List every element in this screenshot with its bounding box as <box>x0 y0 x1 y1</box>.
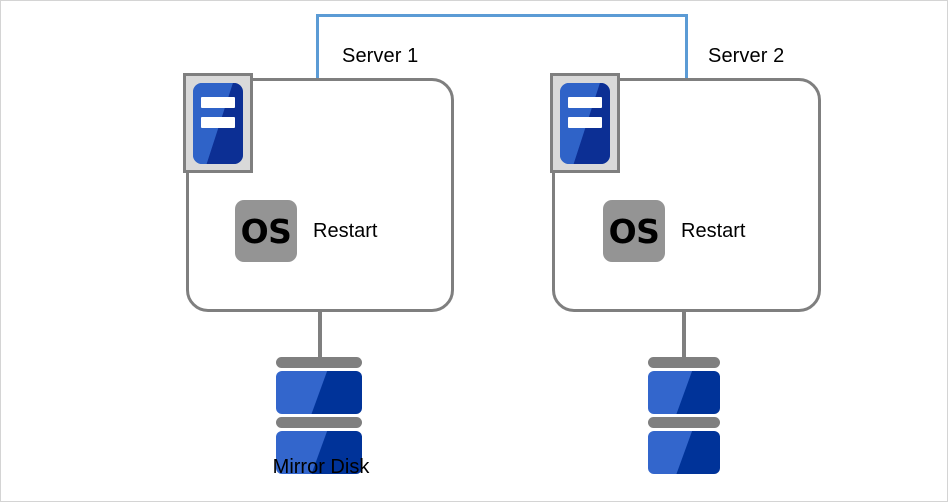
server-icon-body <box>193 82 243 164</box>
server2-status-label: Restart <box>681 219 746 242</box>
server1-disk-icon <box>276 357 362 477</box>
os-badge-icon: OS <box>603 200 665 262</box>
server1-status-group: OS Restart <box>235 200 377 262</box>
server-icon-slot-top <box>201 96 235 108</box>
heartbeat-link-horizontal <box>316 14 688 17</box>
disk-platter-upper <box>648 371 720 414</box>
disk-cap-top <box>648 357 720 368</box>
server2-box <box>552 78 821 312</box>
disk-cap-middle <box>276 417 362 428</box>
disk-platter-lower <box>648 431 720 474</box>
heartbeat-link-right-drop <box>685 14 688 79</box>
server2-label: Server 2 <box>708 45 785 67</box>
server1-disk-label: Mirror Disk <box>272 456 370 478</box>
server2-disk-icon <box>648 357 720 477</box>
server-icon-slot-top <box>568 96 602 108</box>
os-badge-icon: OS <box>235 200 297 262</box>
server1-disk-connector <box>318 311 322 359</box>
server-icon <box>183 73 253 173</box>
server-icon-slot-bottom <box>568 116 602 128</box>
server2-status-group: OS Restart <box>603 200 745 262</box>
server1-label: Server 1 <box>342 45 419 67</box>
disk-platter-lower <box>276 431 362 474</box>
heartbeat-link-left-drop <box>316 14 319 79</box>
server2-disk-connector <box>682 311 686 359</box>
disk-cap-top <box>276 357 362 368</box>
server-icon-body <box>560 82 610 164</box>
disk-cap-middle <box>648 417 720 428</box>
server1-status-label: Restart <box>313 219 378 242</box>
server-icon <box>550 73 620 173</box>
disk-platter-upper <box>276 371 362 414</box>
server-icon-slot-bottom <box>201 116 235 128</box>
